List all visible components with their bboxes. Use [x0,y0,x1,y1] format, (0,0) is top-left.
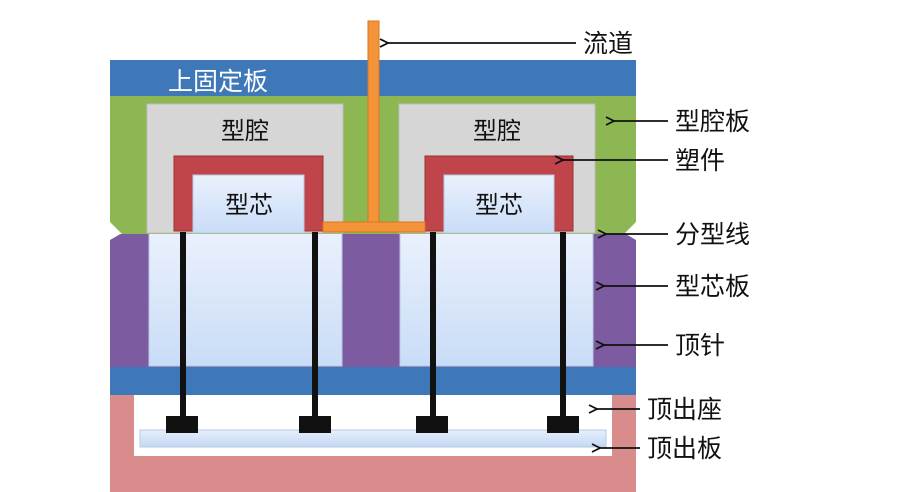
ejector-pin [180,232,186,417]
ejector-pin [560,232,566,417]
core-label-left: 型芯 [225,191,273,219]
ejector-pin-head [416,416,448,433]
sprue [367,20,380,225]
callout-part: 塑件 [675,146,725,175]
callout-parting-line: 分型线 [675,220,750,249]
ejector-pin [312,232,318,417]
ejector-pin-head [166,416,198,433]
callout-sprue: 流道 [583,29,633,58]
cavity-label-left: 型腔 [221,117,269,145]
callout-ejector-pin: 顶针 [675,331,725,360]
ejector-plate [139,429,607,448]
ejector-pin-head [299,416,331,433]
top-plate-label: 上固定板 [168,67,268,96]
core-label-right: 型芯 [475,191,523,219]
core-insert-upper-right [443,174,555,234]
callout-labels: 流道 型腔板 塑件 分型线 型芯板 顶针 顶出座 顶出板 [583,29,750,463]
runner [322,221,426,233]
callout-arrows [388,43,668,448]
callout-core-plate: 型芯板 [675,272,750,301]
core-plate-notch-left [110,233,122,240]
callout-cavity-plate: 型腔板 [675,107,750,136]
ejector-pin [430,232,436,417]
ejector-pin-head [547,416,579,433]
cavity-label-right: 型腔 [473,117,521,145]
callout-ejector-retainer: 顶出座 [647,395,722,424]
callout-ejector-plate: 顶出板 [647,434,722,463]
support-band [110,367,636,395]
cavity-plate-notch-left [110,222,122,234]
cavity-plate-notch-right [624,222,636,234]
core-insert-upper-left [192,174,305,234]
ejector-pins [166,232,579,433]
